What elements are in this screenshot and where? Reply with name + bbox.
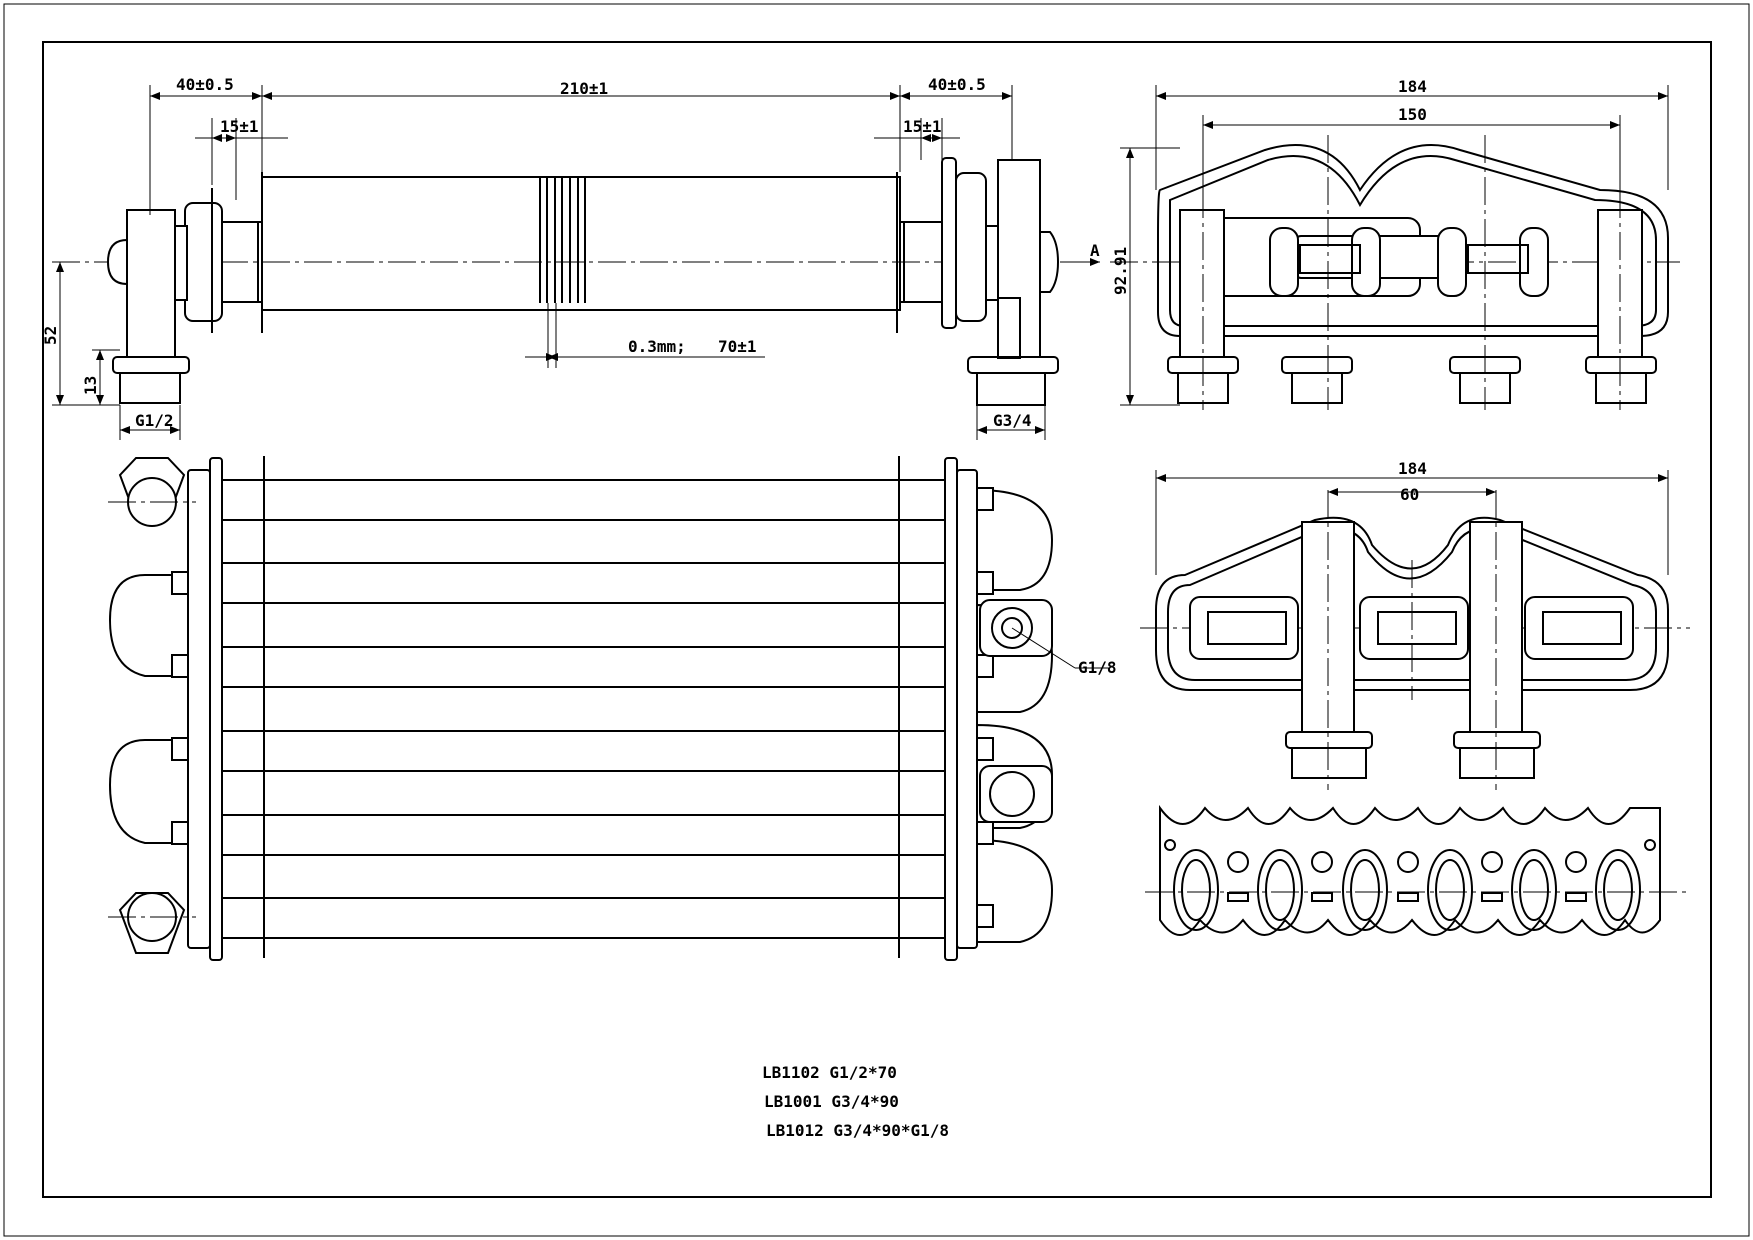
dim-right-offset: 40±0.5 — [928, 75, 986, 94]
dim-bottom-width-total: 184 — [1398, 459, 1427, 478]
dim-thread-height: 13 — [81, 376, 100, 395]
dim-length: 210±1 — [560, 79, 608, 98]
dim-height: 52 — [41, 326, 60, 345]
front-view: G1/8 — [108, 456, 1117, 961]
end-view-top: 184 150 92.91 A — [1070, 77, 1680, 410]
note-line-3: LB1012 G3/4*90*G1/8 — [766, 1121, 949, 1140]
dim-top-width-inner: 150 — [1398, 105, 1427, 124]
note-line-1: LB1102 G1/2*70 — [762, 1063, 897, 1082]
dim-top-height: 92.91 — [1111, 247, 1130, 295]
label-view-marker: A — [1090, 241, 1100, 260]
side-view: 40±0.5 210±1 40±0.5 15±1 15±1 0.3mm; 70±… — [41, 75, 1090, 440]
dim-left-thread: G1/2 — [135, 411, 174, 430]
drawing-frame — [42, 41, 1712, 1198]
dim-right-flange: 15±1 — [903, 117, 942, 136]
end-view-bottom: 184 60 — [1140, 459, 1690, 790]
dim-left-offset: 40±0.5 — [176, 75, 234, 94]
dim-right-thread: G3/4 — [993, 411, 1032, 430]
dim-fin-length: 70±1 — [718, 337, 757, 356]
dim-left-flange: 15±1 — [220, 117, 259, 136]
dim-top-width-total: 184 — [1398, 77, 1427, 96]
dim-fin-thickness: 0.3mm; — [628, 337, 686, 356]
label-port-thread: G1/8 — [1078, 658, 1117, 677]
sheet-border — [3, 3, 1750, 1237]
fin-plate-view — [1145, 804, 1690, 936]
model-notes: LB1102 G1/2*70 LB1001 G3/4*90 LB1012 G3/… — [762, 1063, 949, 1140]
note-line-2: LB1001 G3/4*90 — [764, 1092, 899, 1111]
dim-bottom-pitch: 60 — [1400, 485, 1419, 504]
